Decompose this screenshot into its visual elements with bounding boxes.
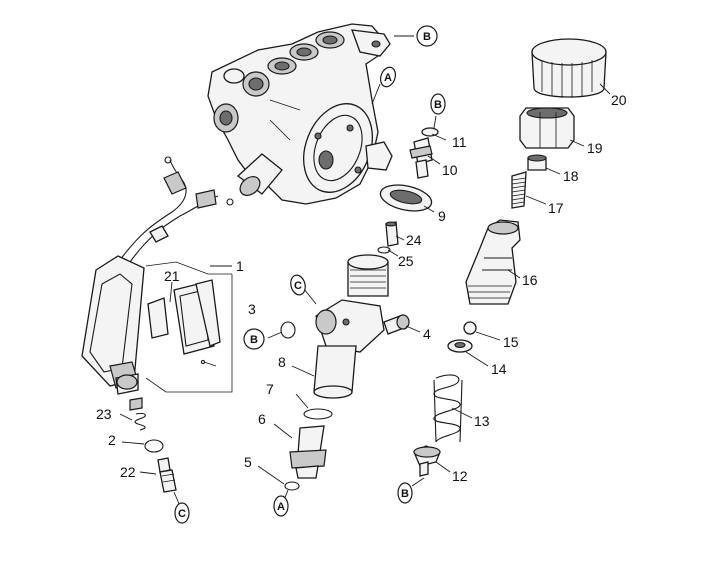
label-13: 13 — [474, 413, 490, 429]
part-1-pressure-switch — [81, 255, 145, 395]
part-25-small-ring — [377, 246, 391, 254]
part-1-outline-bracket — [145, 261, 233, 393]
part-22-piston — [157, 457, 177, 493]
svg-text:A: A — [277, 501, 285, 513]
part-11-oring — [421, 127, 439, 137]
part-10-valve — [409, 137, 433, 179]
part-23-spring — [129, 397, 146, 431]
reference-markers: B A B C B A B C — [174, 25, 446, 524]
label-9: 9 — [438, 208, 446, 224]
part-6-fitting — [289, 425, 327, 479]
label-22: 22 — [120, 464, 136, 480]
part-20-cap — [531, 38, 607, 98]
label-19: 19 — [587, 140, 603, 156]
svg-text:B: B — [423, 31, 431, 43]
valve-housing-assembly — [313, 254, 389, 399]
part-24-pin — [385, 221, 399, 247]
label-1: 1 — [236, 258, 244, 274]
part-4-bolt — [383, 314, 410, 335]
ref-c-bottom: C — [174, 502, 190, 524]
label-21: 21 — [164, 268, 180, 284]
part-18-spring-seat — [527, 154, 547, 171]
leader-lines — [119, 35, 611, 507]
label-4: 4 — [423, 326, 431, 342]
wire-harness — [119, 156, 234, 263]
label-17: 17 — [548, 200, 564, 216]
label-16: 16 — [522, 272, 538, 288]
part-7-oring — [303, 408, 333, 420]
label-12: 12 — [452, 468, 468, 484]
part-15-ball — [463, 321, 477, 335]
label-3: 3 — [248, 301, 256, 317]
svg-text:B: B — [250, 334, 258, 346]
part-12-piston — [413, 445, 441, 477]
ref-b-valve: B — [430, 93, 446, 115]
part-3-oring — [280, 321, 296, 339]
svg-text:B: B — [434, 99, 442, 111]
label-14: 14 — [491, 361, 507, 377]
ref-c-housing: C — [290, 274, 306, 296]
ref-a-bottom: A — [273, 495, 289, 517]
part-13-spring — [433, 374, 463, 443]
ref-b-housing: B — [243, 328, 265, 350]
label-7: 7 — [266, 381, 274, 397]
part-21-switch-parts — [147, 279, 221, 367]
part-number-labels: 20 19 18 17 16 15 14 13 12 11 10 9 24 25… — [96, 92, 627, 484]
ref-a-manifold: A — [379, 66, 397, 88]
svg-text:C: C — [178, 508, 186, 520]
svg-text:C: C — [294, 280, 302, 292]
part-16-valve-body — [465, 219, 521, 305]
label-24: 24 — [406, 232, 422, 248]
svg-text:A: A — [384, 72, 392, 84]
label-11: 11 — [452, 134, 467, 150]
label-25: 25 — [398, 253, 414, 269]
label-6: 6 — [258, 411, 266, 427]
part-5-oring — [284, 481, 300, 491]
label-10: 10 — [442, 162, 458, 178]
ref-b-manifold: B — [416, 25, 438, 47]
label-2: 2 — [108, 432, 116, 448]
label-15: 15 — [503, 334, 519, 350]
label-8: 8 — [278, 354, 286, 370]
part-14-seat — [447, 339, 473, 353]
part-17-adjust-screw — [511, 171, 527, 209]
label-20: 20 — [611, 92, 627, 108]
part-9-gasket — [379, 184, 433, 212]
label-18: 18 — [563, 168, 579, 184]
part-2-oring — [144, 439, 164, 453]
label-5: 5 — [244, 454, 252, 470]
svg-text:B: B — [401, 488, 409, 500]
part-19-nut — [519, 107, 575, 149]
label-23: 23 — [96, 406, 112, 422]
ref-b-bottom: B — [397, 482, 413, 504]
pump-head-manifold — [207, 23, 393, 205]
